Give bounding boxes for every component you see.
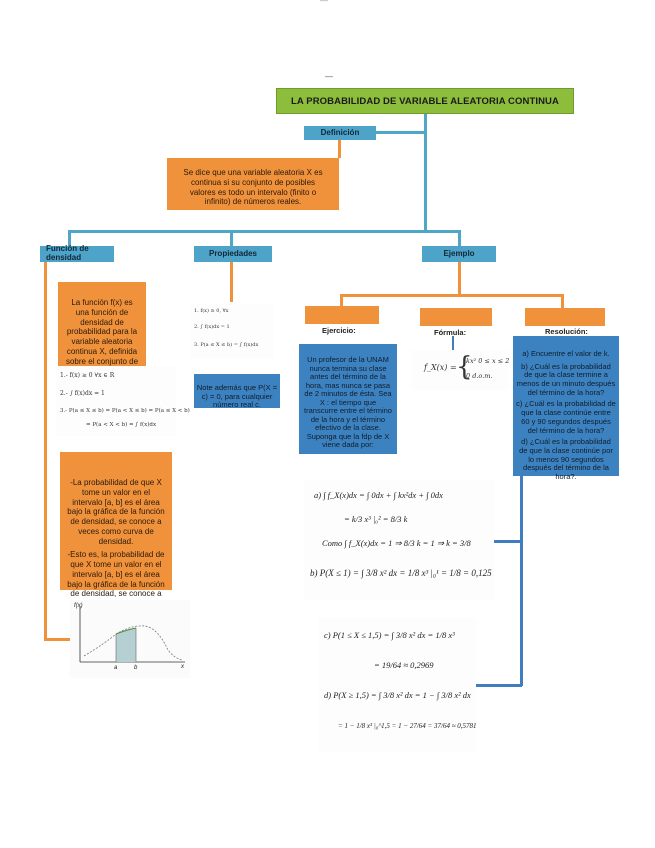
formula-fx: f_X(x) = xyxy=(424,363,457,372)
resolucion-item-a: a) Encuentre el valor de k. xyxy=(522,349,610,358)
formula-case-2: 0 d.o.m. xyxy=(466,372,493,380)
formula-label: Fórmula: xyxy=(434,328,467,337)
formula-case-1: kx² 0 ≤ x ≤ 2 xyxy=(466,357,510,365)
formula-brace: { xyxy=(456,352,473,382)
graph-b-label: b xyxy=(134,665,138,671)
ejercicio-label: Ejercicio: xyxy=(322,326,356,335)
solution-c-line2: = 19/64 ≈ 0,2969 xyxy=(374,660,434,670)
connector xyxy=(340,294,564,297)
solution-d-line1: d) P(X ≥ 1,5) = ∫ 3/8 x² dx = 1 − ∫ 3/8 … xyxy=(324,690,471,700)
propiedad-3: 3. P(a ≤ X ≤ b) = ∫ f(x)dx xyxy=(194,342,259,348)
funcion-definition-box: La función f(x) es una función de densid… xyxy=(58,282,146,385)
solution-b: b) P(X ≤ 1) = ∫ 3/8 x² dx = 1/8 x³ |₀¹ =… xyxy=(310,568,492,578)
resolucion-box: a) Encuentre el valor de k. b) ¿Cuál es … xyxy=(513,336,619,481)
density-graph: f(x) a b x xyxy=(70,600,190,678)
propiedad-1: 1. f(x) ≥ 0, ∀x xyxy=(194,308,229,314)
solution-card-2: c) P(1 ≤ X ≤ 1,5) = ∫ 3/8 x² dx = 1/8 x³… xyxy=(318,618,477,752)
page-marker: — xyxy=(320,0,328,5)
connector xyxy=(476,684,522,687)
formula-card: f_X(x) = { kx² 0 ≤ x ≤ 2 0 d.o.m. xyxy=(412,350,510,390)
connector xyxy=(338,140,341,158)
resolucion-label: Resolución: xyxy=(545,327,588,336)
connector xyxy=(230,230,233,248)
connector xyxy=(340,294,343,308)
solution-a-line3: Como ∫ f_X(x)dx = 1 ⇒ 8/3 k = 1 ⇒ k = 3/… xyxy=(322,538,471,548)
connector xyxy=(230,262,233,302)
graph-x-label: x xyxy=(181,664,184,670)
connector xyxy=(424,112,427,232)
propiedad-2: 2. ∫ f(x)dx = 1 xyxy=(194,324,230,330)
ejemplo-label: Ejemplo xyxy=(422,246,496,262)
graph-ylabel: f(x) xyxy=(74,603,83,609)
graph-a-label: a xyxy=(114,665,118,671)
explanation-1: -La probabilidad de que X tome un valor … xyxy=(67,478,165,546)
connector xyxy=(520,476,523,686)
definicion-label: Definición xyxy=(304,126,376,140)
connector xyxy=(458,262,461,296)
solution-card-1: a) ∫ f_X(x)dx = ∫ 0dx + ∫ kx²dx + ∫ 0dx … xyxy=(304,480,494,600)
propiedades-label: Propiedades xyxy=(194,246,272,262)
diagram-title: LA PROBABILIDAD DE VARIABLE ALEATORIA CO… xyxy=(276,88,574,114)
resolucion-item-d: d) ¿Cuál es la probabilidad de que la cl… xyxy=(519,437,613,481)
propiedades-note: Note además que P(X = c) = 0, para cualq… xyxy=(194,374,280,409)
funcion-label: Función de densidad xyxy=(40,244,114,262)
connector xyxy=(44,262,47,640)
connector xyxy=(452,336,454,350)
page-marker-2: — xyxy=(325,72,333,81)
ejercicio-header xyxy=(305,306,379,324)
connector xyxy=(494,540,522,543)
propiedades-card: 1. f(x) ≥ 0, ∀x 2. ∫ f(x)dx = 1 3. P(a ≤… xyxy=(190,304,274,358)
solution-d-line2: = 1 − 1/8 x³ |₀^1,5 = 1 − 27/64 = 37/64 … xyxy=(338,722,477,730)
resolucion-header xyxy=(525,308,605,326)
funcion-conditions-card: 1.- f(x) ≥ 0 ∀x ∈ R 2.- ∫ f(x)dx = 1 3.-… xyxy=(56,366,190,436)
condition-1: 1.- f(x) ≥ 0 ∀x ∈ R xyxy=(60,372,115,379)
solution-a-line2: = k/3 x³ |₀² = 8/3 k xyxy=(344,514,408,524)
connector xyxy=(68,230,71,248)
solution-c-line1: c) P(1 ≤ X ≤ 1,5) = ∫ 3/8 x² dx = 1/8 x³ xyxy=(324,630,455,640)
ejercicio-text-box: Un profesor de la UNAM nunca termina su … xyxy=(299,344,397,454)
condition-3b: = P(a < X < b) = ∫ f(x)dx xyxy=(86,422,157,428)
funcion-explanation-box: -La probabilidad de que X tome un valor … xyxy=(60,452,172,618)
condition-2: 2.- ∫ f(x)dx = 1 xyxy=(60,390,105,397)
solution-a-line1: a) ∫ f_X(x)dx = ∫ 0dx + ∫ kx²dx + ∫ 0dx xyxy=(314,490,443,500)
connector xyxy=(68,230,460,233)
resolucion-item-c: c) ¿Cuál es la probabilidad de que la cl… xyxy=(516,399,616,435)
density-curve-svg xyxy=(79,606,185,663)
formula-header xyxy=(420,308,492,326)
resolucion-item-b: b) ¿Cuál es la probabilidad de que la cl… xyxy=(516,361,616,397)
connector xyxy=(561,294,564,308)
definicion-box: Se dice que una variable aleatoria X es … xyxy=(167,158,339,210)
condition-3a: 3.- P(a ≤ X ≤ b) = P(a < X ≤ b) = P(a ≤ … xyxy=(60,408,190,414)
connector xyxy=(44,638,70,641)
connector xyxy=(348,131,426,134)
connector xyxy=(458,230,461,248)
